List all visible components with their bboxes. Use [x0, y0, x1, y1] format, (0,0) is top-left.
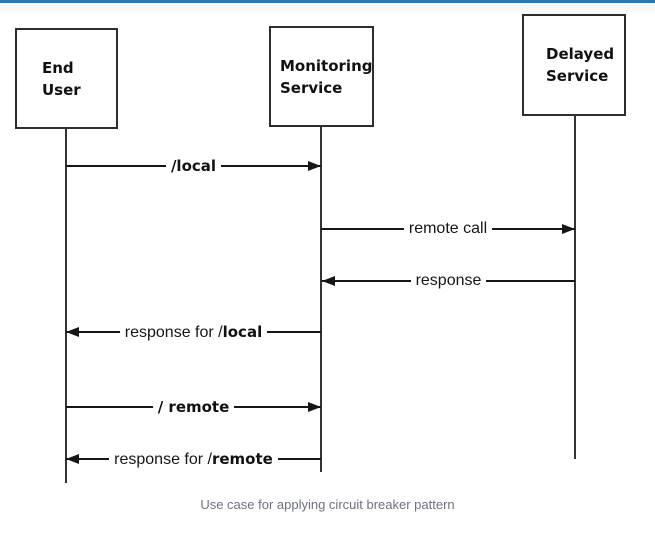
- message-label-emphasis: / remote: [157, 397, 230, 416]
- lifeline-delayed-service: [574, 115, 576, 459]
- message-arrow-response-for-remote: response for /remote: [66, 448, 321, 470]
- message-label: /local: [165, 155, 222, 177]
- diagram-caption: Use case for applying circuit breaker pa…: [200, 497, 455, 512]
- message-label-emphasis: remote: [211, 449, 273, 468]
- actor-label-line: Service: [546, 67, 609, 85]
- message-arrow-local: /local: [66, 155, 321, 177]
- arrowhead-left-icon: [66, 454, 79, 464]
- lifeline-monitoring-service: [320, 126, 322, 472]
- lifeline-end-user: [65, 128, 67, 483]
- actor-label-line: User: [42, 80, 81, 99]
- message-label: remote call: [403, 219, 493, 239]
- actor-label-line: Monitoring: [280, 56, 373, 75]
- actor-box-delayed-service: Delayed Service: [522, 14, 626, 116]
- message-label-text: response: [415, 272, 482, 289]
- message-label: response: [410, 271, 487, 291]
- actor-box-end-user: End User: [15, 28, 118, 129]
- message-label: / remote: [152, 396, 235, 418]
- message-label-text: response for /: [124, 323, 223, 341]
- message-label: response for /remote: [109, 448, 278, 470]
- arrowhead-right-icon: [562, 224, 575, 234]
- arrowhead-right-icon: [308, 402, 321, 412]
- arrowhead-left-icon: [322, 276, 335, 286]
- message-arrow-response: response: [322, 271, 575, 291]
- message-label-emphasis: local: [222, 322, 263, 341]
- arrowhead-left-icon: [66, 327, 79, 337]
- actor-label-line: End: [42, 58, 74, 77]
- message-arrow-remote-call: remote call: [321, 219, 575, 239]
- actor-label-line: Service: [280, 78, 343, 97]
- message-label-emphasis: /local: [170, 156, 217, 175]
- actor-box-monitoring-service: Monitoring Service: [269, 26, 374, 127]
- message-label-text: remote call: [408, 220, 488, 237]
- arrowhead-right-icon: [308, 161, 321, 171]
- top-gradient: [0, 3, 655, 18]
- top-accent-bar: [0, 0, 655, 3]
- message-label-text: response for /: [114, 450, 212, 468]
- message-arrow-response-for-local: response for /local: [66, 321, 321, 343]
- message-arrow-remote: / remote: [66, 396, 321, 418]
- actor-label-line: Delayed: [546, 45, 615, 63]
- message-label: response for /local: [119, 321, 268, 343]
